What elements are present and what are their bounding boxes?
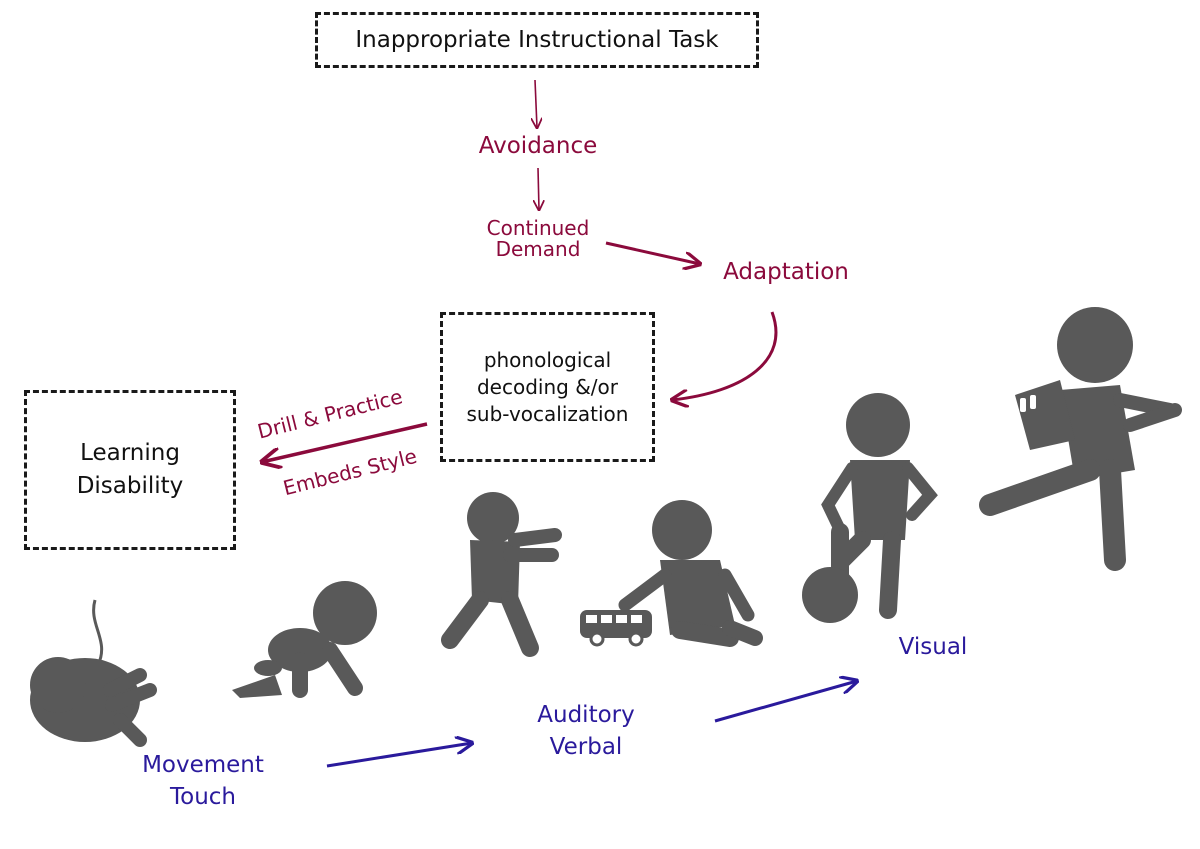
toy-bus-icon xyxy=(580,610,652,647)
phonological-line2: decoding &/or xyxy=(476,374,618,399)
continued-label: Continued xyxy=(486,216,590,240)
adaptation-label: Adaptation xyxy=(723,259,849,285)
fetus-icon xyxy=(30,599,157,747)
arrow-movement-to-auditory xyxy=(326,743,472,768)
toddler-icon xyxy=(441,492,562,657)
boy-with-ball-icon xyxy=(802,393,938,623)
child-with-toy-bus-icon xyxy=(618,500,763,647)
auditory-label: Auditory xyxy=(537,702,635,728)
arrow-phonological-to-learning-disability xyxy=(262,422,428,462)
avoidance-label: Avoidance xyxy=(478,133,598,159)
backpack-icon xyxy=(1020,395,1036,412)
arrow-demand-to-adaptation xyxy=(605,241,700,264)
learning-label: Learning xyxy=(80,440,180,466)
verbal-label: Verbal xyxy=(549,734,623,760)
demand-label: Demand xyxy=(495,237,581,261)
visual-label: Visual xyxy=(898,634,968,660)
movement-label: Movement xyxy=(142,752,264,778)
disability-label: Disability xyxy=(76,473,184,499)
arrow-adaptation-to-phonological xyxy=(672,311,778,400)
phonological-line1: phonological xyxy=(483,347,612,372)
touch-label: Touch xyxy=(169,784,236,810)
phonological-box: phonological decoding &/or sub-vocalizat… xyxy=(440,312,655,462)
crawling-baby-icon xyxy=(232,581,377,698)
inappropriate-task-label: Inappropriate Instructional Task xyxy=(355,27,719,53)
learning-disability-box: Learning Disability xyxy=(24,390,236,550)
inappropriate-task-box: Inappropriate Instructional Task xyxy=(315,12,759,68)
phonological-line3: sub-vocalization xyxy=(466,401,629,426)
running-student-icon xyxy=(979,307,1182,571)
arrow-auditory-to-visual xyxy=(714,681,857,723)
arrow-avoidance-to-demand xyxy=(538,167,539,210)
arrow-task-to-avoidance xyxy=(535,79,537,128)
